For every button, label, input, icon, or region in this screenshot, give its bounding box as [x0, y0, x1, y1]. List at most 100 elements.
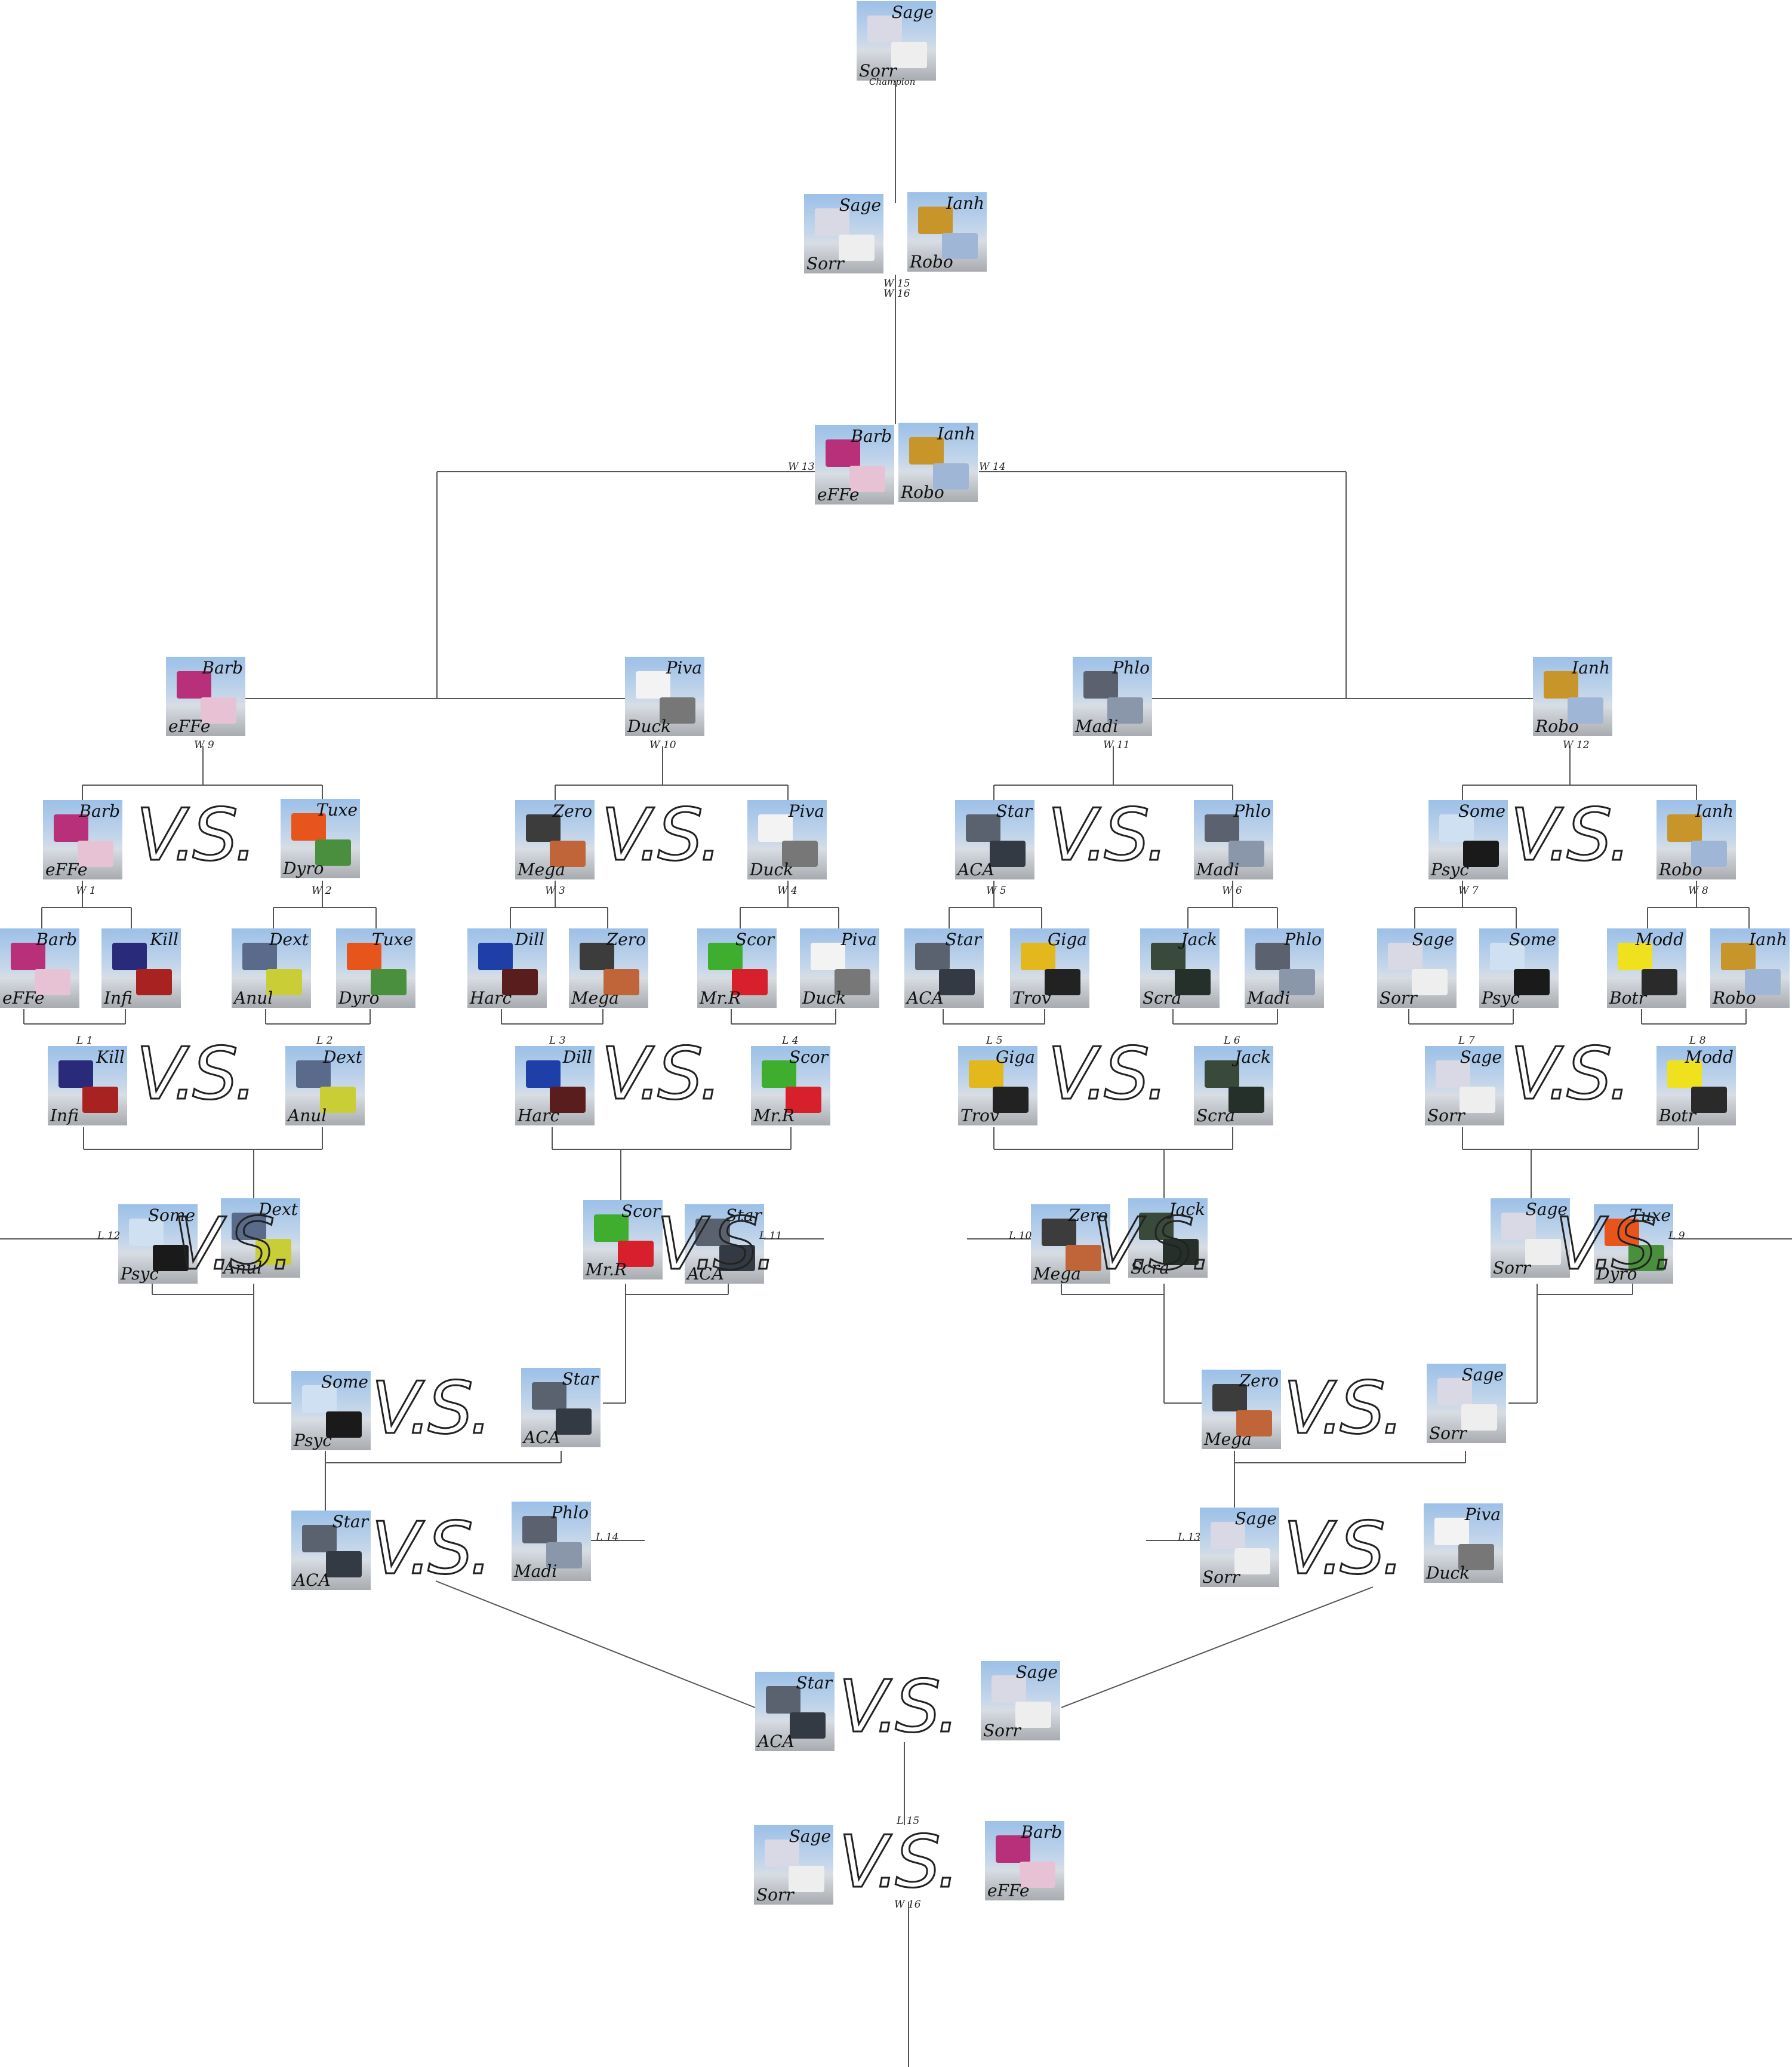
- robot-name-bottom: Scra: [1131, 1258, 1169, 1278]
- robot-image: [1211, 1522, 1245, 1549]
- robot-image: [815, 208, 849, 236]
- robot-image: [1388, 943, 1422, 970]
- robot-image: [1628, 1245, 1664, 1271]
- robot-image: [1544, 671, 1578, 699]
- robot-image: [82, 1087, 118, 1113]
- robot-image: [1463, 841, 1499, 867]
- vs-mark: V.S.: [1283, 1508, 1406, 1591]
- robot-image: [786, 1087, 821, 1113]
- robot-name-bottom: ACA: [907, 988, 944, 1008]
- robot-image: [695, 1219, 730, 1246]
- robot-name-top: Jack: [1169, 1199, 1205, 1219]
- match-tag: W 6: [1222, 885, 1242, 897]
- robot-image: [996, 1835, 1030, 1863]
- robot-image: [556, 1408, 592, 1435]
- robot-name-bottom: Sorr: [1429, 1423, 1467, 1443]
- bracket-connector: [1061, 1586, 1374, 1708]
- robot-image: [1279, 969, 1315, 995]
- robot-name-top: Sage: [839, 195, 881, 215]
- robot-image: [1525, 1239, 1561, 1265]
- robot-name-bottom: ACA: [957, 860, 994, 879]
- robot-name-top: Sage: [891, 2, 934, 22]
- match-tag: W 7: [1458, 885, 1479, 897]
- robot-image: [315, 839, 351, 866]
- robot-name-bottom: eFFe: [987, 1881, 1030, 1900]
- robot-name-top: Star: [996, 801, 1032, 821]
- robot-name-bottom: Mr.R: [586, 1260, 627, 1279]
- robot-name-top: Ianh: [937, 424, 975, 444]
- robot-name-top: Phlo: [1112, 658, 1150, 678]
- vs-mark: V.S.: [1092, 1203, 1215, 1286]
- robot-image: [1083, 671, 1118, 699]
- match-tag: W 16: [883, 288, 910, 300]
- robot-name-bottom: Infi: [50, 1106, 79, 1125]
- robot-image: [502, 969, 538, 995]
- robot-image: [371, 969, 407, 995]
- robot-name-top: Star: [562, 1369, 598, 1389]
- match-tag: W 8: [1688, 885, 1708, 897]
- robot-name-top: Modd: [1635, 930, 1684, 949]
- robot-image: [1234, 1548, 1270, 1574]
- robot-image: [1412, 969, 1448, 995]
- robot-name-bottom: eFFe: [2, 988, 45, 1008]
- robot-image: [153, 1245, 189, 1271]
- robot-image: [1642, 969, 1677, 995]
- robot-image: [347, 943, 381, 970]
- robot-name-bottom: Mega: [1204, 1429, 1252, 1449]
- robot-name-top: Piva: [788, 801, 824, 821]
- robot-image: [1605, 1219, 1639, 1246]
- match-tag: L 12: [97, 1230, 121, 1242]
- robot-image: [849, 466, 885, 492]
- robot-image: [708, 943, 743, 970]
- robot-image: [835, 969, 870, 995]
- vs-mark: V.S.: [1283, 1367, 1406, 1450]
- robot-name-top: Star: [796, 1673, 832, 1693]
- robot-name-bottom: Harc: [470, 988, 512, 1008]
- vs-mark: V.S.: [371, 1367, 494, 1450]
- robot-name-top: Zero: [1068, 1205, 1108, 1225]
- bracket-connector: [435, 1580, 756, 1708]
- robot-name-bottom: Scra: [1196, 1106, 1235, 1125]
- robot-image: [915, 943, 950, 970]
- robot-name-top: Tuxe: [371, 930, 413, 949]
- robot-image: [1205, 814, 1239, 842]
- robot-image: [177, 671, 211, 699]
- robot-name-top: Dill: [562, 1047, 592, 1067]
- robot-image: [636, 671, 670, 699]
- robot-image: [1228, 1087, 1264, 1113]
- robot-image: [1175, 969, 1211, 995]
- robot-name-bottom: Sorr: [756, 1885, 794, 1905]
- robot-name-bottom: Trov: [1012, 988, 1051, 1008]
- robot-name-bottom: ACA: [758, 1731, 795, 1751]
- robot-name-bottom: Madi: [1196, 860, 1240, 879]
- robot-name-top: Sage: [1412, 930, 1454, 949]
- robot-image: [604, 969, 639, 995]
- robot-name-top: Sage: [1015, 1662, 1058, 1682]
- robot-image: [478, 943, 513, 970]
- robot-name-top: Ianh: [1749, 930, 1787, 949]
- robot-image: [201, 697, 236, 724]
- robot-image: [918, 207, 953, 234]
- robot-image: [1461, 1404, 1497, 1431]
- match-tag: W 1: [76, 885, 96, 897]
- robot-name-top: Sage: [1234, 1509, 1277, 1528]
- robot-name-bottom: Robo: [1713, 988, 1756, 1008]
- robot-image: [232, 1213, 266, 1240]
- robot-name-bottom: Madi: [1247, 988, 1291, 1008]
- robot-image: [1045, 969, 1080, 995]
